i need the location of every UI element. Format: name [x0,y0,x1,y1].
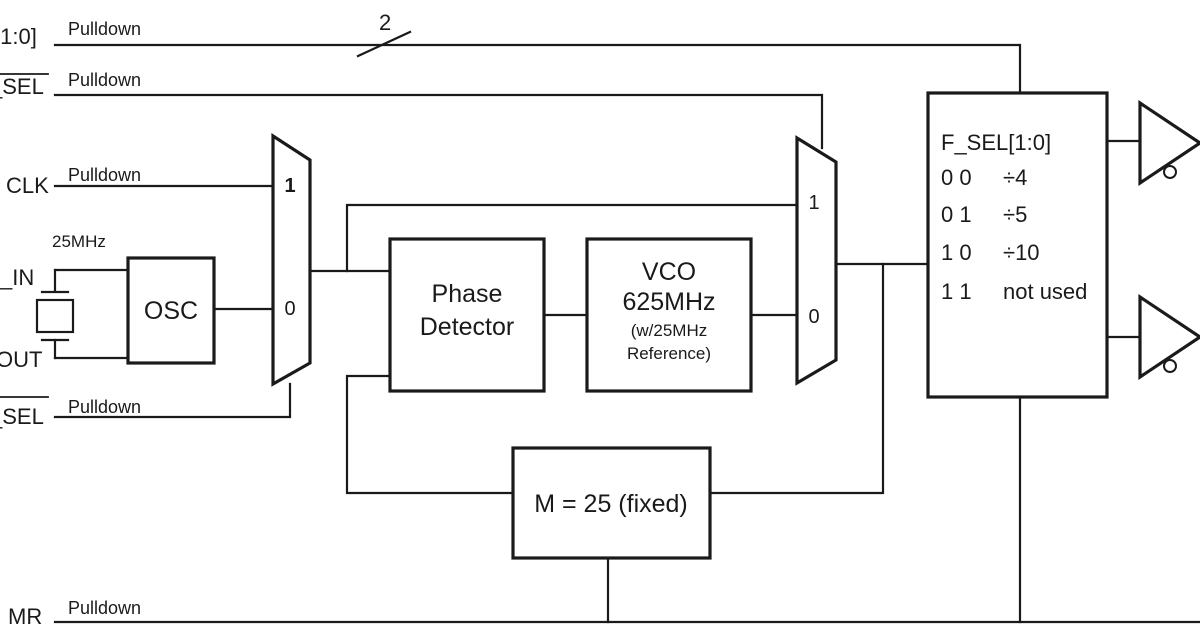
output-buffer-a [1138,100,1200,186]
output-divider-block: F_SEL[1:0] 0 0 ÷4 0 1 ÷5 1 0 ÷10 1 1 not… [926,91,1109,399]
pin-labels: [1:0] Pulldown 2 _SEL Pulldown CLK Pulld… [0,10,391,629]
vco-sel-pulldown-label: Pulldown [68,70,141,90]
inverting-output-bubble [1163,359,1177,373]
output-buffer-b [1138,294,1200,380]
divider-row-code: 0 1 [941,202,972,227]
vco-select-mux: 1 0 [795,135,838,386]
divider-row-code: 1 0 [941,240,972,265]
wires [53,30,1200,624]
f-sel-pin-label: [1:0] [0,24,37,49]
bus-width-label: 2 [379,10,391,35]
xtal-out-pin-label: OUT [0,347,42,372]
divider-row-code: 0 0 [941,165,972,190]
ref-mux-input-0-label: 0 [284,298,295,320]
feedback-divider-label: M = 25 (fixed) [534,490,688,518]
ref-sel-pulldown-label: Pulldown [68,397,141,417]
divider-row-value: not used [1003,279,1087,304]
mr-pin-label: MR [8,604,42,629]
vco-label: VCO [642,258,696,286]
f-sel-bus-wire [53,43,1022,95]
crystal-frequency-label: 25MHz [52,232,106,251]
oscillator-label: OSC [144,297,198,325]
reference-mux: 1 0 [271,133,312,387]
f-sel-pulldown-label: Pulldown [68,19,141,39]
crystal-icon [35,268,75,360]
ref-clk-pin-label: CLK [6,173,49,198]
ref-sel-wire [53,382,292,419]
phase-detector-label-line1: Phase [432,280,503,308]
phase-detector-block: Phase Detector [388,237,546,393]
oscillator-block: OSC [126,256,216,365]
feedback-in-wire [345,374,515,495]
feedback-out-wire [708,262,885,495]
feedback-divider-block: M = 25 (fixed) [511,446,712,560]
bypass-wire [345,203,802,273]
divider-row-value: ÷10 [1003,240,1040,265]
mr-pulldown-label: Pulldown [68,598,141,618]
vco-frequency-label: 625MHz [622,288,715,316]
vco-sel-wire [53,93,824,150]
divider-table-title: F_SEL[1:0] [941,130,1051,155]
vco-reference-line1: (w/25MHz [631,321,708,340]
ref-mux-input-1-label: 1 [284,175,295,197]
ref-clk-pulldown-label: Pulldown [68,165,141,185]
divider-row-code: 1 1 [941,279,972,304]
divider-row-value: ÷5 [1003,202,1027,227]
inverting-output-bubble [1163,165,1177,179]
phase-detector-label-line2: Detector [420,313,514,341]
vco-reference-line2: Reference) [627,344,711,363]
ref-sel-pin-label: _SEL [0,404,44,429]
vco-block: VCO 625MHz (w/25MHz Reference) [585,237,753,393]
xtal-in-pin-label: _IN [0,265,34,290]
vco-sel-pin-label: _SEL [0,74,44,99]
vco-mux-input-0-label: 0 [808,306,819,328]
divider-row-value: ÷4 [1003,165,1027,190]
bus-width-slash [356,30,412,58]
vco-mux-input-1-label: 1 [808,192,819,214]
